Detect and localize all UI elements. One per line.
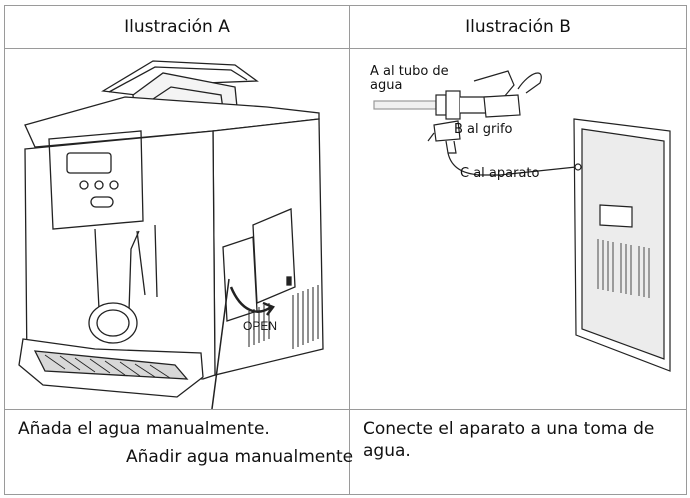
header-illustration-b: Ilustración B: [349, 5, 687, 49]
instruction-table: Ilustración A Ilustración B: [4, 5, 687, 495]
label-c: C al aparato: [460, 166, 540, 181]
ice-maker-illustration: OPEN: [18, 60, 324, 409]
illustration-b-cell: A al tubo de agua B al grifo C al aparat…: [349, 48, 687, 410]
label-a-line1: A al tubo de: [370, 64, 449, 79]
label-b: B al grifo: [454, 122, 513, 137]
label-a-line2: agua: [370, 78, 402, 93]
header-illustration-a: Ilustración A: [4, 5, 350, 49]
open-label: OPEN: [243, 319, 277, 333]
water-connection-illustration: A al tubo de agua B al grifo C al aparat…: [370, 64, 671, 372]
caption-left: Añada el agua manualmente.: [4, 409, 350, 495]
illustration-a-cell: OPEN Añadir agua manualmente: [4, 48, 353, 467]
caption-right: Conecte el aparato a una toma de agua.: [349, 409, 687, 495]
